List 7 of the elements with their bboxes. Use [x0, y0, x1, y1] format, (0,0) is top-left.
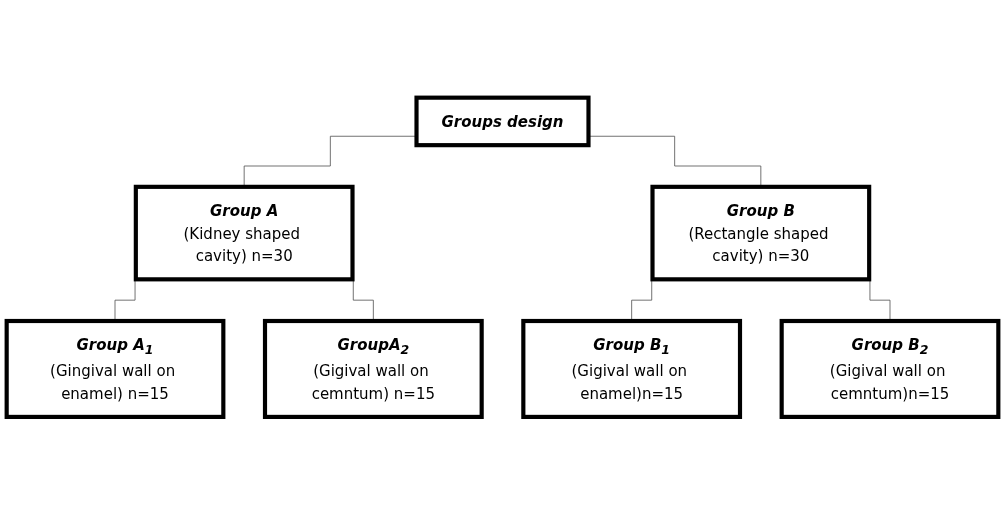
- node-box: Groups design: [414, 95, 591, 147]
- node-box: Group A (Kidney shaped cavity) n=30: [133, 184, 355, 282]
- node-box: Group A$_{1}$ (Gingival wall on enamel) n=15: [4, 318, 226, 419]
- node-box: GroupA$_{2}$ (Gigival wall on cemntum) n=15: [262, 318, 484, 419]
- node-box: Group B$_{2}$ (Gigival wall on cemntum)n=15: [779, 318, 1001, 419]
- node-box: Group B$_{1}$ (Gigival wall on enamel)n=15: [521, 318, 743, 419]
- node-box: Group B (Rectangle shaped cavity) n=30: [650, 184, 872, 282]
